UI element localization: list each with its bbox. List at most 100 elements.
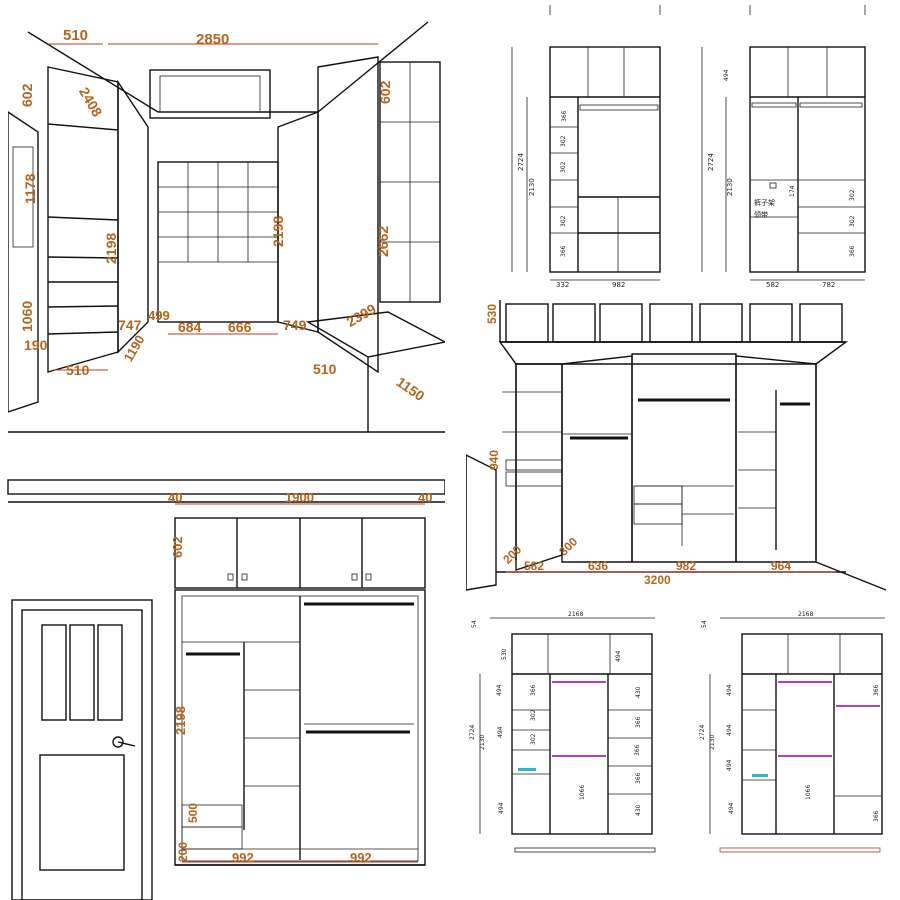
c-366-3: 366 xyxy=(849,245,856,257)
door-handle-icon xyxy=(112,736,124,748)
dim-510-bottom: 510 xyxy=(66,362,90,378)
h-2724-b: 2724 xyxy=(699,725,706,740)
h-2130-2: 2130 xyxy=(726,178,734,196)
width-636: 636 xyxy=(588,559,608,573)
wardrobe-front-dimensions: 40 1900 40 602 2198 500 200 992 992 xyxy=(168,490,432,865)
dim-2850: 2850 xyxy=(196,31,229,48)
dim-510-top: 510 xyxy=(63,27,88,44)
c-302-c: 302 xyxy=(560,215,567,227)
perspective-dimensions: 510 2850 602 2408 1178 2198 1060 190 510… xyxy=(19,27,428,404)
label-tie: 领带 xyxy=(754,210,768,219)
wardrobe-perspective-frame xyxy=(466,300,887,591)
c-366-ec: 366 xyxy=(634,744,641,756)
h-2130-b: 2130 xyxy=(709,735,716,750)
c-494-bc: 494 xyxy=(726,759,733,771)
c-366-b2: 366 xyxy=(873,810,880,822)
h-2724-e: 2724 xyxy=(469,725,476,740)
dim-940: 940 xyxy=(487,450,501,470)
h-2130: 2130 xyxy=(528,178,536,196)
w-582: 582 xyxy=(766,281,779,289)
h-54-b: 54 xyxy=(701,620,708,628)
room-outline xyxy=(8,21,445,433)
width-582: 582 xyxy=(524,559,544,573)
c-430-b: 430 xyxy=(635,804,642,816)
dim-499: 499 xyxy=(148,308,170,323)
w-782: 782 xyxy=(822,281,835,289)
dim-602-front: 602 xyxy=(170,536,185,558)
dim-510-br: 510 xyxy=(313,361,337,377)
elevation-3-frame xyxy=(479,617,656,853)
h-54: 54 xyxy=(471,620,478,628)
h-494: 494 xyxy=(723,69,730,81)
width-right-section: 992 xyxy=(350,850,372,865)
dim-2198-right: 2198 xyxy=(270,216,286,247)
dim-1190: 1190 xyxy=(121,333,148,365)
dim-602: 602 xyxy=(19,83,35,107)
c-494-bd: 494 xyxy=(728,802,735,814)
c-494-a: 494 xyxy=(496,684,503,696)
dim-1178: 1178 xyxy=(22,173,38,204)
dim-2408: 2408 xyxy=(76,84,106,119)
label-pants-rack: 裤子架 xyxy=(754,198,775,207)
dim-40-left: 40 xyxy=(168,490,182,505)
dim-40-right: 40 xyxy=(418,490,432,505)
perspective-room-view: 510 2850 602 2408 1178 2198 1060 190 510… xyxy=(8,12,445,444)
w-332: 332 xyxy=(556,281,569,289)
c-494-ba: 494 xyxy=(726,684,733,696)
dim-2399: 2399 xyxy=(344,300,379,330)
wardrobe-perspective-dimensions: 530 940 200 300 582 636 982 964 3200 xyxy=(485,304,836,587)
dim-749: 749 xyxy=(283,317,307,333)
elevation-4-frame xyxy=(709,617,885,853)
c-366-ed: 366 xyxy=(635,772,642,784)
c-366-a: 366 xyxy=(561,110,568,122)
dim-602-right: 602 xyxy=(377,80,393,104)
width-left-section: 992 xyxy=(232,850,254,865)
dim-200-p: 200 xyxy=(500,542,524,566)
elevation-1-dimensions: 2724 2130 366 302 302 302 366 332 982 xyxy=(511,47,660,289)
c-302-b: 302 xyxy=(560,161,567,173)
dim-1900: 1900 xyxy=(285,490,314,505)
dim-1060: 1060 xyxy=(19,301,35,332)
c-366-eb: 366 xyxy=(635,716,642,728)
w-2168-b: 2168 xyxy=(798,611,813,618)
dim-200: 200 xyxy=(176,842,190,862)
w-2168: 2168 xyxy=(568,611,583,618)
dim-190: 190 xyxy=(24,337,48,353)
elevation-view-1: 2724 2130 366 302 302 302 366 332 982 xyxy=(500,5,670,290)
dim-1150: 1150 xyxy=(394,374,428,405)
c-302-3b: 302 xyxy=(849,215,856,227)
width-982: 982 xyxy=(676,559,696,573)
elevation-view-2: 2724 2130 494 174 裤子架 领带 302 302 366 582… xyxy=(690,5,875,290)
c-1066: 1066 xyxy=(579,785,586,800)
elevation-view-4: 2168 54 2724 2130 494 494 494 494 366 36… xyxy=(690,610,895,860)
c-494-bb: 494 xyxy=(726,724,733,736)
h-530-e: 530 xyxy=(501,648,508,660)
c-174: 174 xyxy=(789,185,796,197)
c-302-a: 302 xyxy=(560,135,567,147)
c-302-eb: 302 xyxy=(530,733,537,745)
wardrobe-perspective-view: 530 940 200 300 582 636 982 964 3200 xyxy=(466,300,896,600)
elevation-2-dimensions: 2724 2130 494 174 裤子架 领带 302 302 366 582… xyxy=(701,47,865,289)
c-1066-b: 1066 xyxy=(805,785,812,800)
dim-666: 666 xyxy=(228,319,252,335)
dim-2662: 2662 xyxy=(375,226,391,257)
c-494-c: 494 xyxy=(498,802,505,814)
width-3200: 3200 xyxy=(644,573,671,587)
elevation-3-dimensions: 2168 54 530 494 2724 2130 494 494 494 36… xyxy=(469,611,642,816)
h-2130-e: 2130 xyxy=(479,735,486,750)
elevation-2-frame xyxy=(749,5,866,273)
c-302-ea: 302 xyxy=(530,709,537,721)
c-430-a: 430 xyxy=(635,686,642,698)
dim-530: 530 xyxy=(485,304,499,324)
c-494-b: 494 xyxy=(497,726,504,738)
dim-2198-front: 2198 xyxy=(173,706,188,735)
w-982: 982 xyxy=(612,281,625,289)
dim-684: 684 xyxy=(178,319,202,335)
dim-500: 500 xyxy=(186,803,200,823)
h-2724: 2724 xyxy=(517,153,525,171)
elevation-view-3: 2168 54 530 494 2724 2130 494 494 494 36… xyxy=(460,610,670,860)
c-366-b1: 366 xyxy=(873,684,880,696)
elevation-1-frame xyxy=(549,5,661,273)
wardrobe-front-elevation: 40 1900 40 602 2198 500 200 992 992 xyxy=(0,470,445,900)
h-2724-2: 2724 xyxy=(707,153,715,171)
